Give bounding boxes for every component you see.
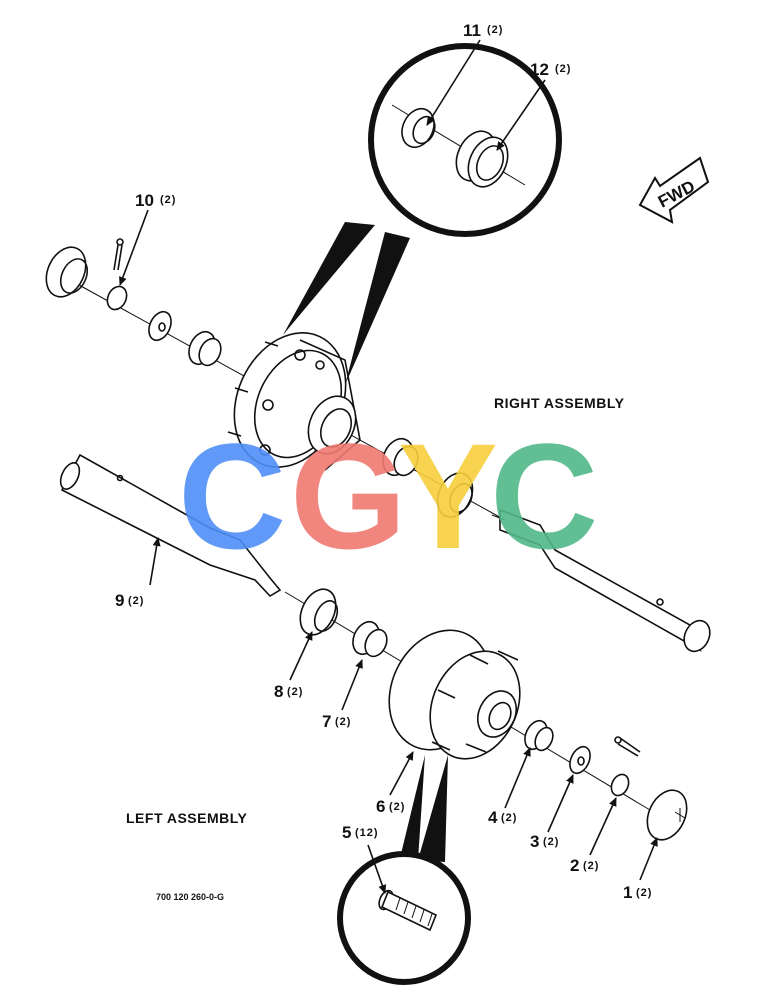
hub-lower [388,629,521,760]
callout-number: 1 [623,883,632,902]
callout-quantity: (2) [583,860,599,872]
callout-number: 2 [570,856,579,875]
callout-number: 10 [135,191,154,210]
right-assembly-drawing [45,238,711,653]
castle-nut-upper [106,285,128,311]
callout-6: 6 (2) [376,797,405,816]
bearing-cup-large [455,130,509,188]
inner-bearing-cone-lower [352,620,388,658]
left-assembly-label: LEFT ASSEMBLY [126,810,248,826]
callout-number: 9 [115,591,124,610]
forward-direction-arrow: FWD [638,156,710,224]
bearing-cup-small [401,107,436,149]
callout-quantity: (2) [501,812,517,824]
callout-number: 3 [530,832,539,851]
callout-7: 7 (2) [322,712,351,731]
callout-quantity: (2) [128,595,144,607]
callout-quantity: (2) [555,63,571,75]
callout-number: 5 [342,823,351,842]
cotter-pin-lower [614,736,641,757]
callout-2: 2 (2) [570,856,599,875]
outer-bearing-cone-lower [524,719,554,752]
callout-quantity: (2) [487,24,503,36]
callout-12: 12 (2) [530,60,571,79]
grease-seal-cap [45,246,89,298]
watermark-logo: C G Y C [178,412,598,580]
grease-seal-lower [299,588,339,636]
callout-8: 8 (2) [274,682,303,701]
cotter-pin-upper [113,238,124,271]
callout-number: 8 [274,682,283,701]
callout-quantity: (2) [160,194,176,206]
callout-number: 7 [322,712,331,731]
outer-bearing-cone-upper [188,330,222,367]
watermark-letter-g: G [290,412,407,580]
washer-lower [569,745,591,775]
callout-number: 12 [530,60,549,79]
callout-11: 11 (2) [463,21,503,40]
spindle-left [59,453,282,598]
hub-upper [227,332,361,471]
callout-number: 6 [376,797,385,816]
bearing-cup-detail-inset [283,43,562,385]
inner-bearing-cone-upper [382,437,419,477]
wheel-stud-detail-inset [337,755,471,985]
callout-3: 3 (2) [530,832,559,851]
callout-quantity: (2) [389,801,405,813]
callout-number: 11 [463,21,481,40]
callout-5: 5 (12) [342,823,379,842]
callout-number: 4 [488,808,498,827]
left-assembly-drawing [284,588,688,841]
callout-quantity: (12) [355,827,379,839]
callout-quantity: (2) [636,887,652,899]
callout-10: 10 (2) [135,191,176,210]
right-assembly-label: RIGHT ASSEMBLY [494,395,625,411]
washer-upper [148,310,172,342]
callout-1: 1 (2) [623,883,652,902]
callout-9: 9 (2) [115,591,144,610]
watermark-letter-c2: C [490,412,598,580]
dust-cap [646,789,688,841]
grease-seal-upper [436,472,474,518]
wheel-stud [378,889,438,932]
spindle-right [491,508,711,653]
castle-nut-lower [610,773,630,797]
callout-leaders [119,39,658,894]
callout-quantity: (2) [287,686,303,698]
figure-code: 700 120 260-0-G [156,892,224,902]
watermark-letter-y: Y [398,412,498,580]
watermark-letter-c1: C [178,412,286,580]
callout-4: 4 (2) [488,808,517,827]
callout-quantity: (2) [335,716,351,728]
callout-quantity: (2) [543,836,559,848]
